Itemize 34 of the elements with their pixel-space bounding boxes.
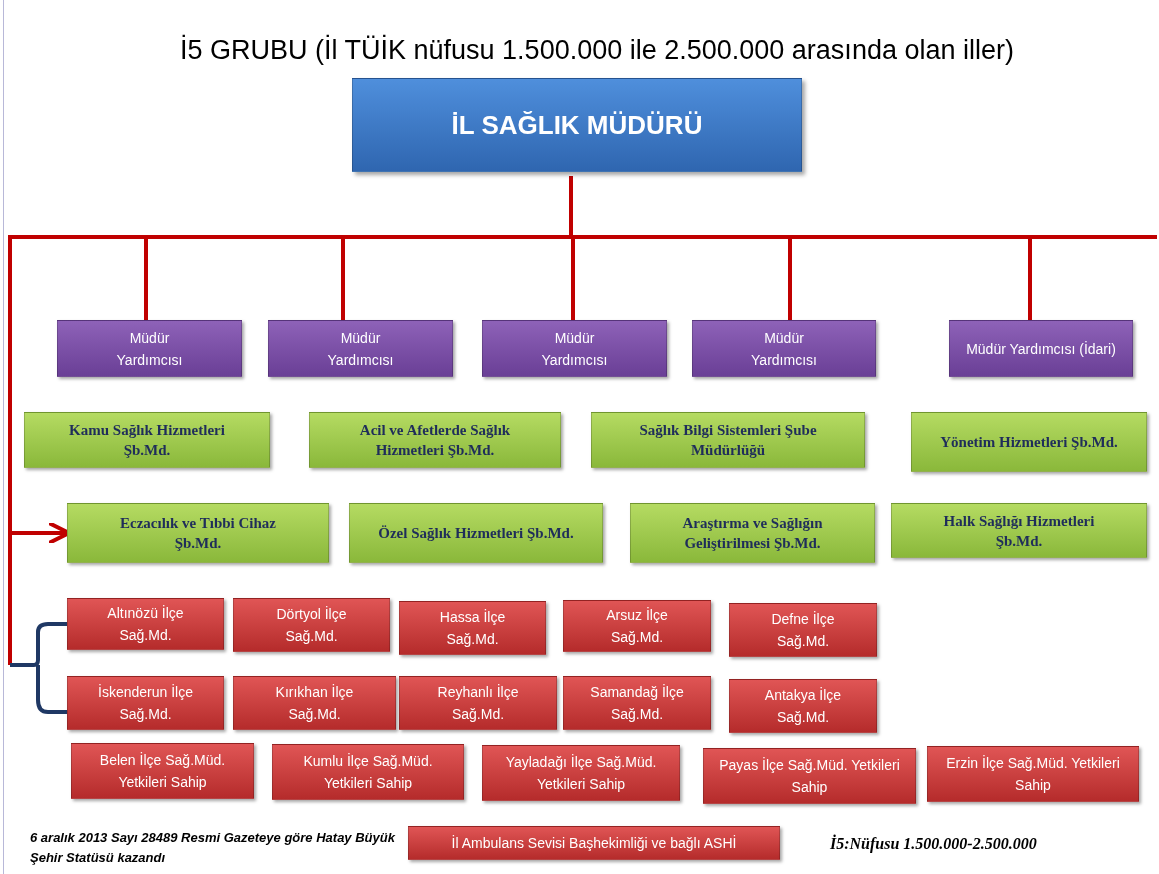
branch-box: Sağlık Bilgi Sistemleri Şube Müdürlüğü	[591, 412, 865, 468]
deputy-box: Müdür Yardımcısı (İdari)	[949, 320, 1133, 377]
district-box: Erzin İlçe Sağ.Müd. Yetkileri Sahip	[927, 746, 1139, 802]
district-box: Defne İlçe Sağ.Md.	[729, 603, 877, 657]
footnote: İ5:Nüfusu 1.500.000-2.500.000	[830, 833, 1037, 855]
branch-box: Özel Sağlık Hizmetleri Şb.Md.	[349, 503, 603, 563]
district-box: Belen İlçe Sağ.Müd. Yetkileri Sahip	[71, 743, 254, 799]
branch-box: Acil ve Afetlerde Sağlık Hizmetleri Şb.Md.	[309, 412, 561, 468]
director-box: İL SAĞLIK MÜDÜRÜ	[352, 78, 802, 172]
district-box: Kırıkhan İlçe Sağ.Md.	[233, 676, 396, 730]
district-box: Yayladağı İlçe Sağ.Müd. Yetkileri Sahip	[482, 745, 680, 801]
arrow	[8, 176, 573, 545]
branch-box: Kamu Sağlık Hizmetleri Şb.Md.	[24, 412, 270, 468]
district-box: Antakya İlçe Sağ.Md.	[729, 679, 877, 733]
deputy-box: Müdür Yardımcısı	[692, 320, 876, 377]
district-box: İl Ambulans Sevisi Başhekimliği ve bağlı ASHİ	[408, 826, 780, 860]
district-box: Payas İlçe Sağ.Müd. Yetkileri Sahip	[703, 748, 916, 804]
district-box: Dörtyol İlçe Sağ.Md.	[233, 598, 390, 652]
district-box: Reyhanlı İlçe Sağ.Md.	[399, 676, 557, 730]
branch-box: Yönetim Hizmetleri Şb.Md.	[911, 412, 1147, 472]
district-box: Kumlu İlçe Sağ.Müd. Yetkileri Sahip	[272, 744, 464, 800]
branch-box: Araştırma ve Sağlığın Geliştirilmesi Şb.Md.	[630, 503, 875, 563]
district-box: Arsuz İlçe Sağ.Md.	[563, 600, 711, 652]
district-box: Samandağ İlçe Sağ.Md.	[563, 676, 711, 730]
deputy-box: Müdür Yardımcısı	[268, 320, 453, 377]
deputy-box: Müdür Yardımcısı	[57, 320, 242, 377]
district-box: Hassa İlçe Sağ.Md.	[399, 601, 546, 655]
district-box: Altınözü İlçe Sağ.Md.	[67, 598, 224, 650]
branch-box: Eczacılık ve Tıbbi Cihaz Şb.Md.	[67, 503, 329, 563]
deputy-box: Müdür Yardımcısı	[482, 320, 667, 377]
chart-title: İ5 GRUBU (İl TÜİK nüfusu 1.500.000 ile 2.500.000 arasında olan iller)	[180, 33, 1014, 67]
branch-box: Halk Sağlığı Hizmetleri Şb.Md.	[891, 503, 1147, 558]
district-box: İskenderun İlçe Sağ.Md.	[67, 676, 224, 730]
footnote: 6 aralık 2013 Sayı 28489 Resmi Gazeteye göre Hatay Büyük Şehir Statüsü kazandı	[30, 829, 396, 867]
